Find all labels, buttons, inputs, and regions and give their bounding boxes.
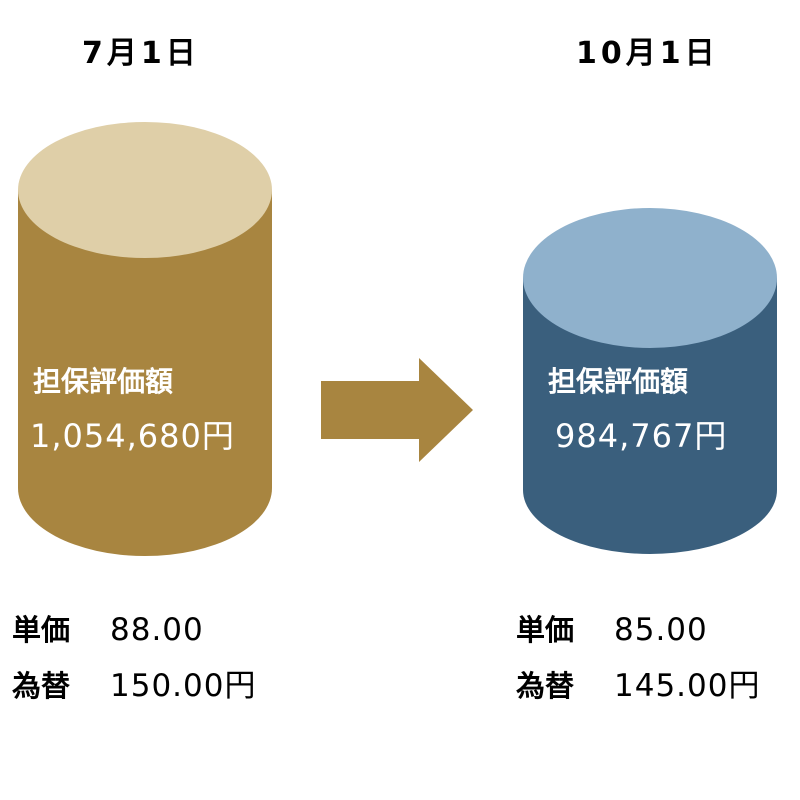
right-fx-value: 145.00円 [614,668,761,704]
right-unit-price-row: 単価 85.00 [516,610,708,650]
left-fx-row: 為替 150.00円 [12,666,256,706]
left-unit-price-row: 単価 88.00 [12,610,204,650]
right-fx-row: 為替 145.00円 [516,666,760,706]
right-cylinder-top [523,208,777,348]
right-cylinder-body [523,278,777,554]
left-collateral-label: 担保評価額 [33,365,174,398]
right-date: 10月1日 [576,36,719,71]
right-fx-label: 為替 [516,669,575,703]
right-unit-price-label: 単価 [516,613,575,647]
left-date: 7月1日 [82,36,200,71]
right-arrow-icon [321,358,473,462]
right-collateral-value: 984,767円 [555,417,728,455]
right-collateral-label: 担保評価額 [548,365,689,398]
left-unit-price-value: 88.00 [110,612,204,648]
left-unit-price-label: 単価 [12,613,71,647]
left-fx-label: 為替 [12,669,71,703]
left-cylinder-body [18,190,272,556]
left-collateral-value: 1,054,680円 [30,417,235,455]
left-cylinder-top [18,122,272,258]
left-fx-value: 150.00円 [110,668,257,704]
right-unit-price-value: 85.00 [614,612,708,648]
